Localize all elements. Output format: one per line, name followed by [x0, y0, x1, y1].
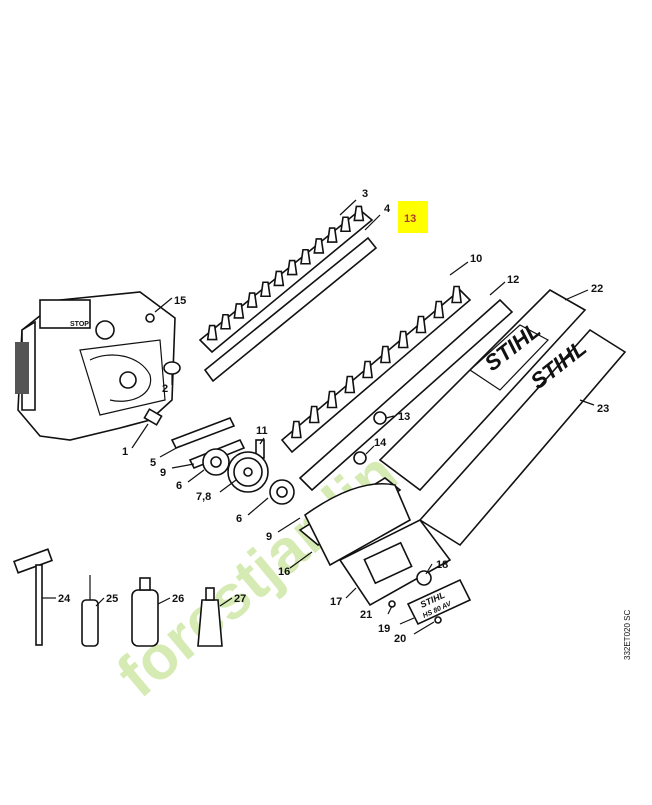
strip-part-5: [170, 416, 236, 450]
callout-17: 16: [278, 566, 290, 578]
washer-part-6b: [269, 479, 295, 505]
screw-part-21: [434, 616, 442, 624]
blade-tooth: [433, 300, 445, 319]
guide-bar-part-4: [203, 236, 378, 383]
blade-tooth: [300, 248, 311, 265]
screw-part-19: [416, 570, 432, 586]
blade-tooth: [415, 315, 427, 334]
callout-7-8: 7,8: [196, 491, 211, 503]
blade-tooth: [362, 360, 374, 379]
callout-15: 14: [374, 437, 387, 449]
gear-part-7-8: [227, 451, 269, 493]
scabbard-part-24: STIHL: [418, 328, 627, 547]
grease-tube-part-28: [197, 587, 223, 647]
callout-12: 12: [507, 274, 519, 286]
callout-14: 13: [398, 411, 410, 423]
lower-blade-part-10: [280, 285, 472, 454]
blade-tooth: [273, 270, 285, 287]
callout-25: 24: [58, 593, 71, 605]
callout-22: 21: [360, 609, 372, 621]
washer-part-6a: [202, 448, 230, 476]
blade-tooth: [313, 238, 325, 254]
callout-2: 2: [162, 383, 168, 395]
blade-tooth: [340, 216, 351, 233]
callout-4: 4: [384, 203, 391, 215]
blade-tooth: [326, 227, 338, 243]
blade-tooth: [353, 205, 365, 222]
gear-cover-part-18: [338, 518, 452, 607]
callout-3: 3: [362, 188, 368, 200]
blade-tooth: [308, 405, 320, 424]
blade-tooth: [260, 281, 271, 298]
upper-blade-part-3: [198, 205, 374, 354]
callout-18: 17: [330, 596, 342, 608]
leader-lines: [42, 199, 595, 635]
blade-tooth: [290, 420, 302, 439]
callout-27: 26: [172, 593, 184, 605]
callout-1: 1: [122, 446, 128, 458]
callout-labels: 3 4 13 10 12 22 15 2 23 13 11 14 1 5 9 6…: [58, 188, 609, 645]
bolt-part-1: [143, 408, 163, 426]
blade-tooth: [397, 330, 409, 349]
pin-part-2: [163, 361, 181, 375]
callout-11: 11: [256, 425, 268, 437]
blade-tooth: [379, 345, 391, 364]
callout-9a: 9: [160, 467, 166, 479]
callout-10: 10: [470, 253, 482, 265]
screw-part-14: [373, 411, 387, 425]
callout-21: 20: [394, 633, 406, 645]
drawing-code: 332ET020 SC: [623, 610, 632, 660]
callout-13[interactable]: 13: [404, 213, 416, 225]
blade-tooth: [451, 285, 463, 304]
oil-bottle-part-27: [131, 577, 159, 647]
callout-28: 27: [234, 593, 246, 605]
screw-part-16: [145, 313, 155, 323]
blade-tooth: [206, 324, 218, 341]
callout-6b: 6: [236, 513, 242, 525]
callout-5: 5: [150, 457, 156, 469]
blade-tooth: [220, 313, 231, 330]
blade-tooth: [246, 292, 258, 308]
switch-label: STOP: [70, 321, 89, 328]
screw-part-15: [353, 451, 367, 465]
callout-26: 25: [106, 593, 118, 605]
callout-19: 18: [436, 559, 448, 571]
blade-tooth: [344, 375, 356, 394]
callout-23: 22: [591, 283, 603, 295]
callout-16: 15: [174, 295, 186, 307]
blade-tooth: [286, 259, 298, 276]
blade-tooth: [326, 390, 338, 409]
callout-20: 19: [378, 623, 390, 635]
guide-bar-part-12: [298, 298, 514, 492]
callout-24: 23: [597, 403, 609, 415]
callout-6a: 6: [176, 480, 182, 492]
highlight-box-13: [398, 201, 428, 233]
screwdriver-part-26: [81, 575, 99, 647]
blade-tooth: [233, 303, 245, 319]
callout-9b: 9: [266, 531, 272, 543]
combination-wrench-part-25: [13, 548, 53, 646]
cover-plate-part-17: [298, 477, 412, 567]
